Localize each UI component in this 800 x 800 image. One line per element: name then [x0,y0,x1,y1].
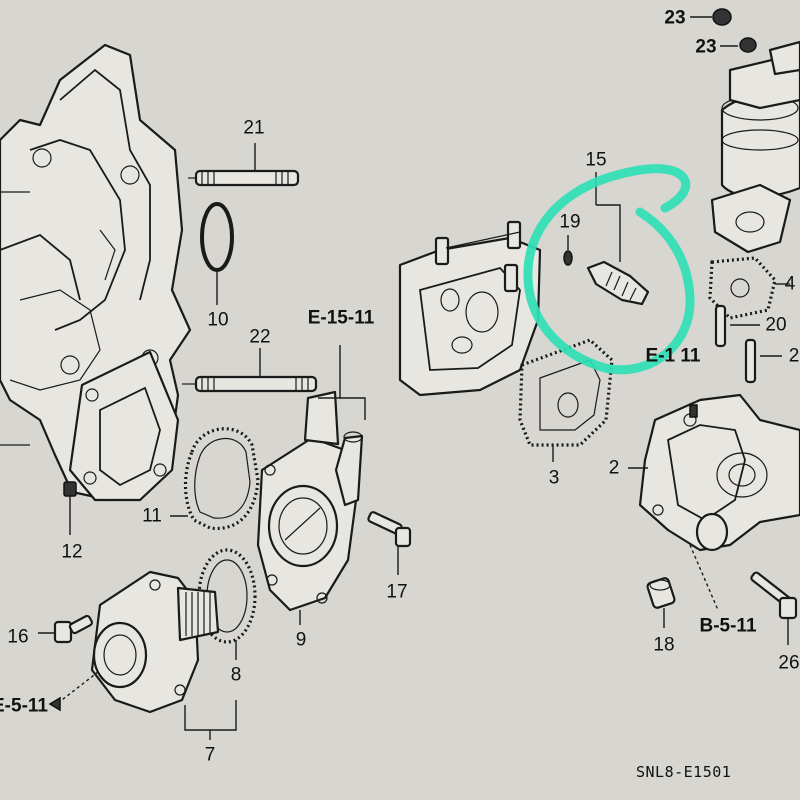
callout-2-right: 2 [788,345,800,367]
reference-e-1-11: E-1 11 [645,345,701,367]
callout-8: 8 [230,664,242,686]
gasket-11-part [170,427,260,531]
callout-21: 21 [243,117,265,139]
callout-3: 3 [548,467,560,489]
water-passage-3-part [398,220,614,462]
engine-bracket-part [0,43,192,535]
diagram-code: SNL8-E1501 [636,763,732,781]
callout-23-second: 23 [695,36,717,58]
callout-15: 15 [585,149,607,171]
callout-23-top: 23 [664,7,686,29]
callout-17: 17 [386,581,408,603]
callout-11: 11 [142,505,162,527]
callout-7: 7 [204,744,216,766]
ref-e-5-11-leader [48,671,99,712]
thermostat-7-part [90,570,237,740]
highlight-circle [523,164,695,375]
callout-20: 20 [765,314,787,336]
bolt-17-part [367,511,412,575]
callout-18: 18 [653,634,675,656]
housing-2-part [628,393,800,611]
sensor-15-part [563,172,650,306]
stud-21-part [188,143,300,187]
callout-12: 12 [61,541,83,563]
bolt-26-part [750,571,798,645]
callout-19: 19 [559,211,581,233]
fitting-18-part [646,577,676,628]
reference-e-15-11: E-15-11 [307,307,375,329]
callout-4: 4 [784,273,796,295]
thermostat-housing-9-part [256,345,366,625]
callout-22: 22 [249,326,271,348]
bolt-16-part [38,614,93,644]
reference-b-5-11: B-5-11 [699,615,757,637]
callout-10: 10 [207,309,229,331]
o-ring-10-part [200,202,234,305]
reference-e-5-11: E-5-11 [0,695,48,717]
stud-22-part [182,348,318,393]
callout-9: 9 [295,629,307,651]
callout-26: 26 [778,652,800,674]
callout-2: 2 [608,457,620,479]
callout-16: 16 [7,626,29,648]
egr-valve-part [690,8,800,384]
